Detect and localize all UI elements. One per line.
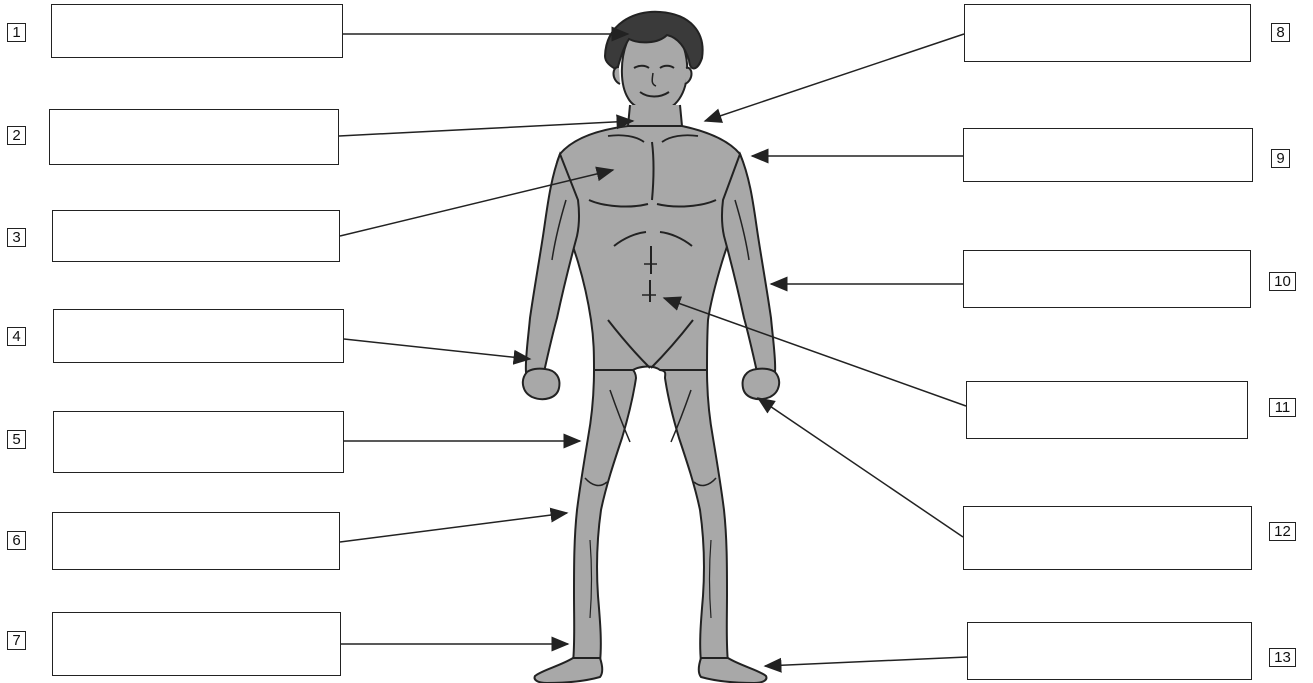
answer-box-8[interactable] [964, 4, 1251, 62]
number-label-6: 6 [7, 531, 26, 550]
answer-box-3[interactable] [52, 210, 340, 262]
left-fist [523, 369, 560, 400]
left-arm-muscle [552, 200, 566, 260]
number-label-1: 1 [7, 23, 26, 42]
torso [555, 126, 745, 370]
left-shin-line [590, 540, 592, 618]
arrow-3 [340, 170, 613, 236]
right-arm [722, 154, 775, 372]
answer-box-7[interactable] [52, 612, 341, 676]
left-knee [585, 478, 607, 485]
arrow-6 [340, 513, 567, 542]
right-eye [660, 66, 674, 68]
right-rib [660, 232, 692, 246]
groin-right [651, 320, 693, 368]
arrows [339, 34, 967, 666]
number-label-8: 8 [1271, 23, 1290, 42]
right-fist [743, 369, 780, 400]
number-label-11: 11 [1269, 398, 1296, 417]
left-ear [614, 67, 621, 84]
chest-line [652, 142, 654, 200]
nose [652, 73, 656, 86]
left-pec [589, 200, 648, 207]
left-clavicle [608, 135, 644, 142]
right-knee [694, 478, 716, 485]
groin-left [608, 320, 650, 368]
answer-box-2[interactable] [49, 109, 339, 165]
arrow-12 [758, 398, 963, 537]
answer-box-4[interactable] [53, 309, 344, 363]
answer-box-10[interactable] [963, 250, 1251, 308]
arrow-2 [339, 121, 633, 136]
number-label-2: 2 [7, 126, 26, 145]
number-label-7: 7 [7, 631, 26, 650]
number-label-5: 5 [7, 430, 26, 449]
right-shin-line [710, 540, 712, 618]
left-thigh-line [610, 390, 630, 442]
left-leg [573, 370, 636, 662]
answer-box-13[interactable] [967, 622, 1252, 680]
arrow-11 [664, 298, 966, 406]
right-thigh-line [671, 390, 691, 442]
arrow-4 [344, 339, 530, 359]
number-label-10: 10 [1269, 272, 1296, 291]
number-label-4: 4 [7, 327, 26, 346]
hair [605, 12, 703, 70]
number-label-13: 13 [1269, 648, 1296, 667]
right-arm-muscle [735, 200, 749, 260]
number-label-3: 3 [7, 228, 26, 247]
number-label-12: 12 [1269, 522, 1296, 541]
right-pec [657, 200, 716, 207]
right-leg [660, 370, 728, 662]
left-arm [526, 154, 579, 372]
answer-box-11[interactable] [966, 381, 1248, 439]
answer-box-9[interactable] [963, 128, 1253, 182]
right-ear [685, 68, 692, 84]
neck [628, 105, 682, 126]
head [622, 29, 687, 111]
left-eye [634, 66, 649, 68]
answer-box-6[interactable] [52, 512, 340, 570]
right-foot [699, 658, 767, 683]
answer-box-1[interactable] [51, 4, 343, 58]
answer-box-5[interactable] [53, 411, 344, 473]
arrow-8 [705, 34, 964, 121]
left-foot [535, 658, 603, 683]
answer-box-12[interactable] [963, 506, 1252, 570]
arrow-13 [765, 657, 967, 666]
mouth [640, 92, 669, 97]
number-label-9: 9 [1271, 149, 1290, 168]
left-rib [614, 232, 646, 246]
human-figure [523, 12, 779, 683]
right-clavicle [662, 135, 698, 142]
